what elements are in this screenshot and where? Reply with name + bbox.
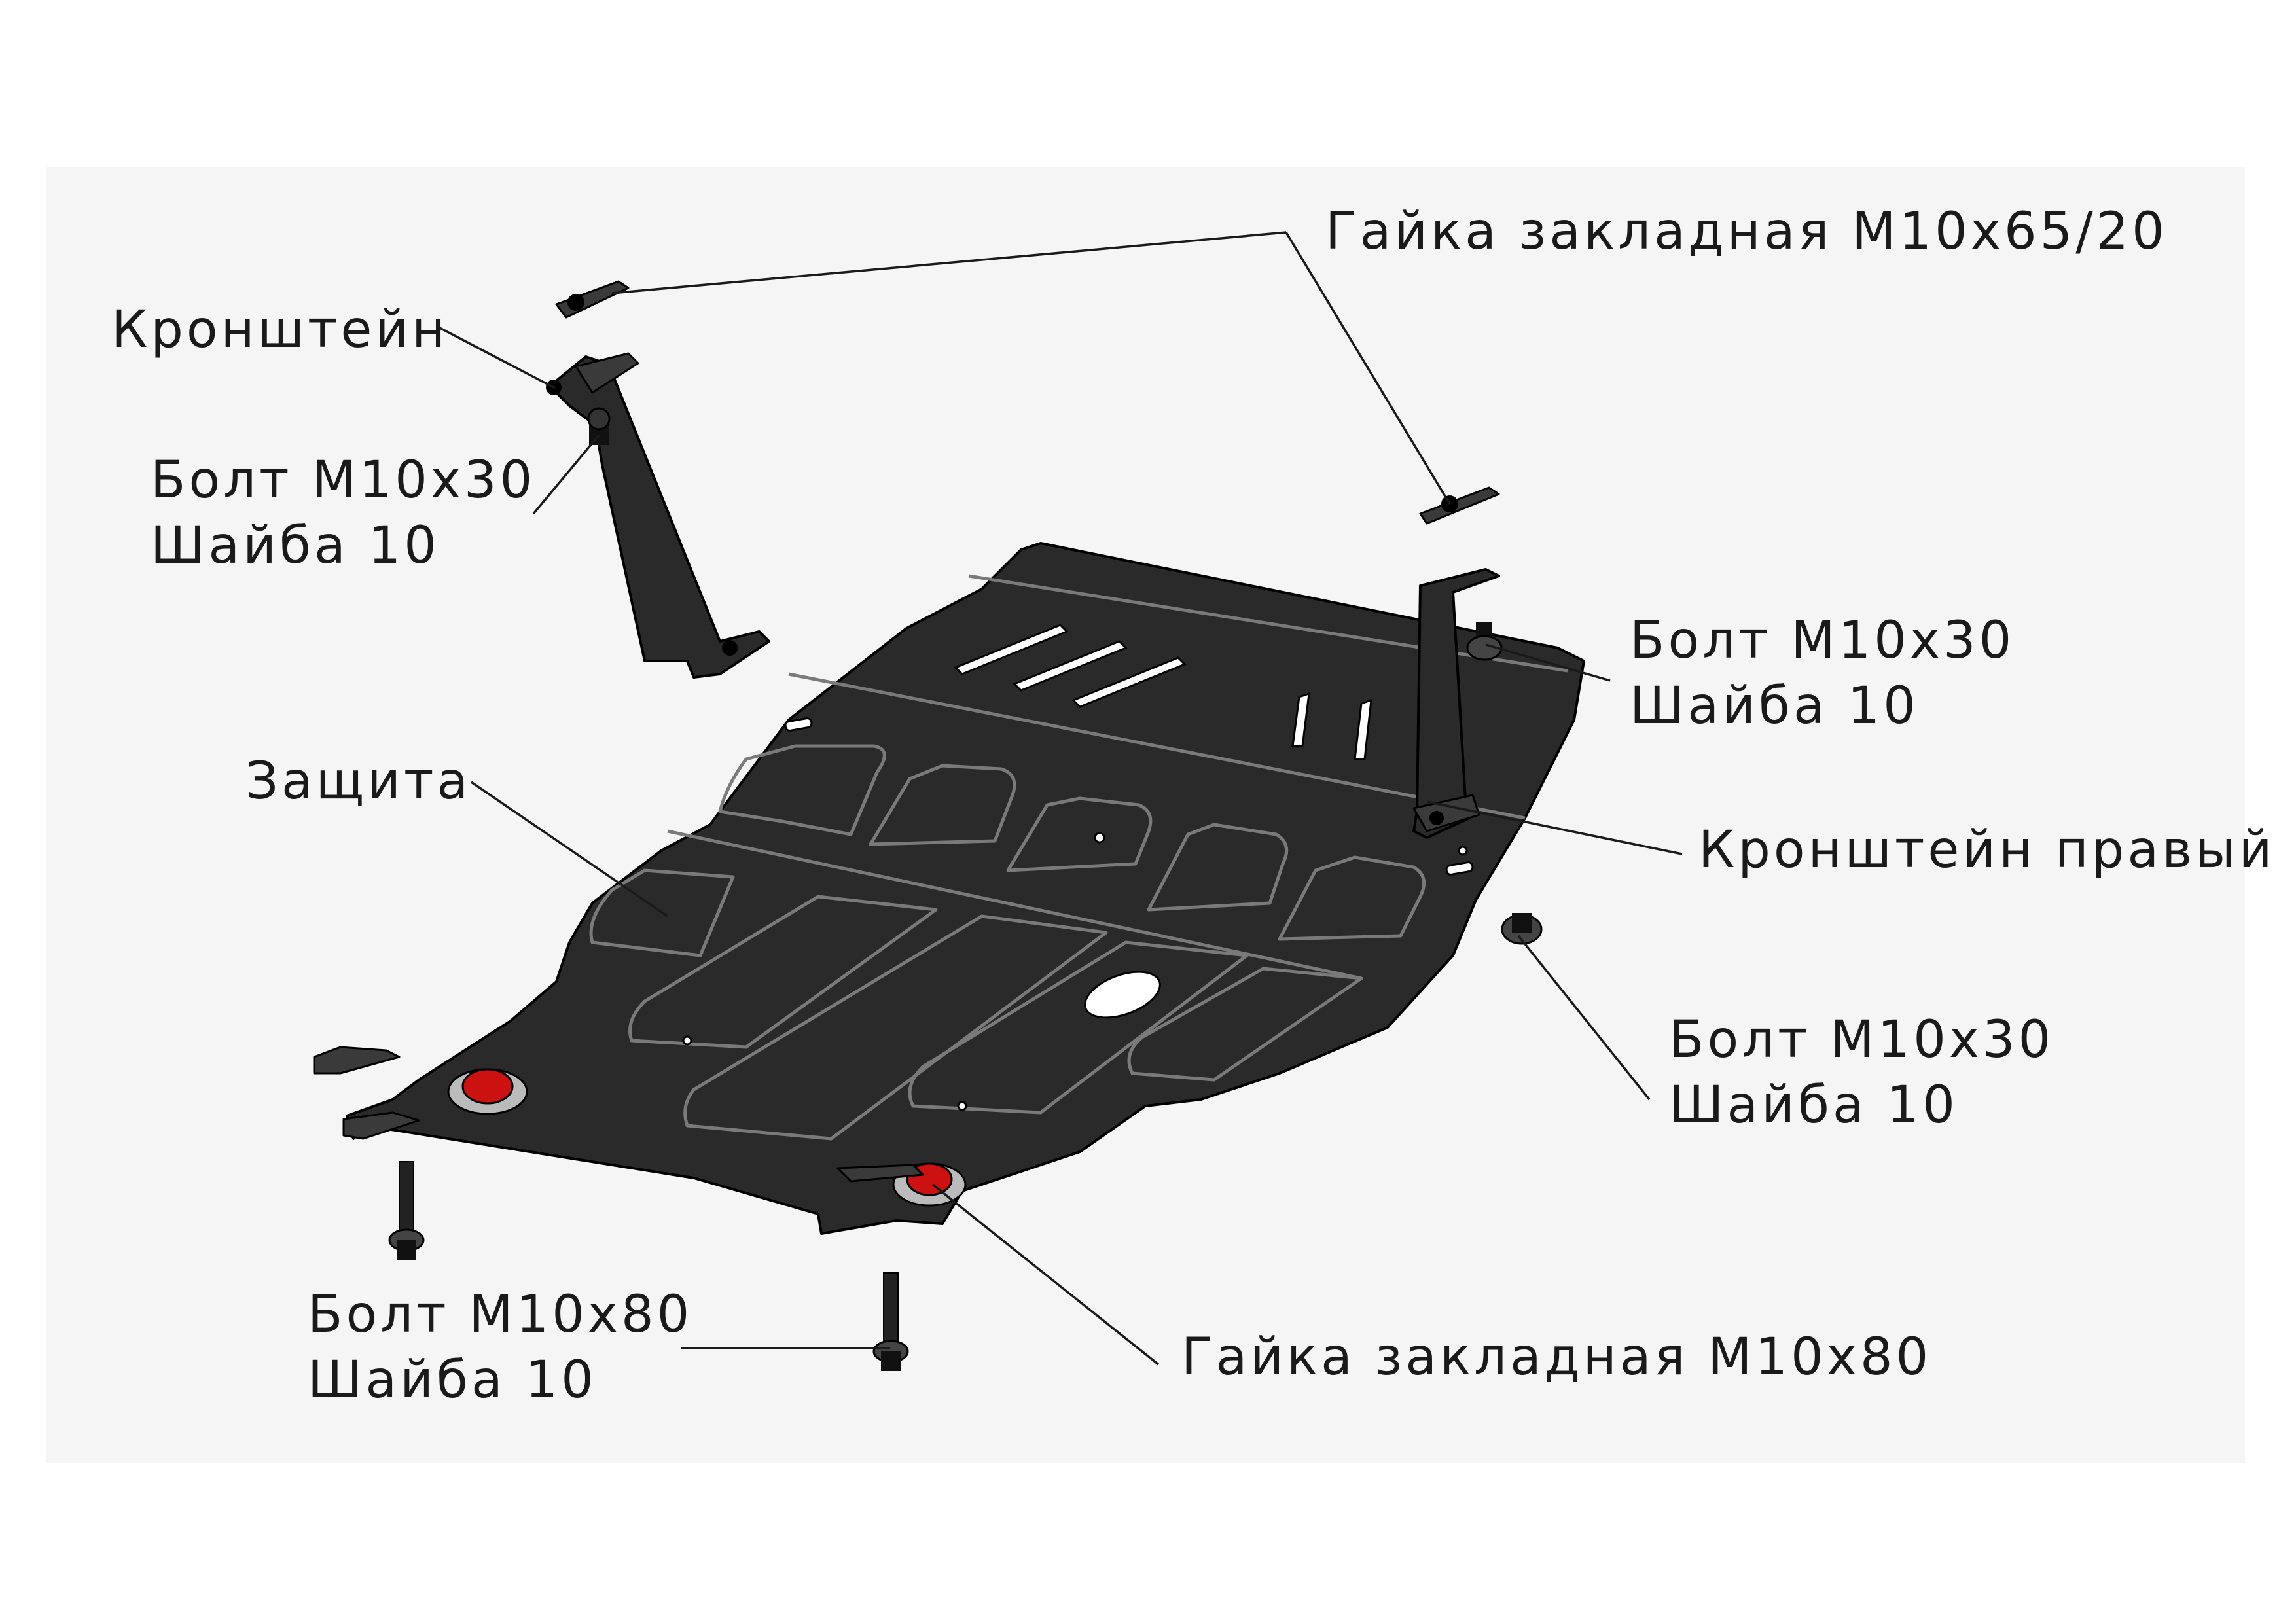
- label-bolt-left-2: Шайба 10: [151, 516, 440, 575]
- label-bolt-bottom-2: Шайба 10: [308, 1351, 597, 1410]
- label-bolt-right-top-1: Болт М10х30: [1630, 611, 2015, 670]
- guard-plate: [346, 542, 1585, 1235]
- bolt-bottom-right: [872, 1272, 909, 1371]
- bolt-left: [587, 407, 611, 445]
- lower-left-tabs: [313, 1046, 924, 1183]
- bolt-right-lower: [1501, 913, 1543, 945]
- label-bolt-right-lower-1: Болт М10х30: [1669, 1010, 2054, 1069]
- label-bracket: Кронштейн: [111, 300, 448, 359]
- label-guard: Защита: [245, 752, 471, 811]
- embedded-nut-top-left: [555, 280, 630, 319]
- embedded-nut-top-right: [1419, 486, 1500, 525]
- bolt-right-top: [1466, 622, 1503, 661]
- leader-lines: [438, 231, 1683, 1366]
- right-bracket: [1412, 568, 1500, 839]
- label-bracket-right: Кронштейн правый: [1698, 821, 2275, 880]
- label-embedded-nut-bottom: Гайка закладная М10х80: [1181, 1328, 1931, 1387]
- label-bolt-bottom-1: Болт М10х80: [308, 1285, 692, 1344]
- label-embedded-nut-top: Гайка закладная М10х65/20: [1325, 202, 2168, 261]
- label-bolt-left-1: Болт М10х30: [151, 451, 535, 510]
- label-bolt-right-lower-2: Шайба 10: [1669, 1076, 1958, 1135]
- label-bolt-right-top-2: Шайба 10: [1630, 677, 1919, 736]
- embedded-nut-plug-left: [447, 1068, 528, 1115]
- bolt-bottom-left: [388, 1161, 425, 1260]
